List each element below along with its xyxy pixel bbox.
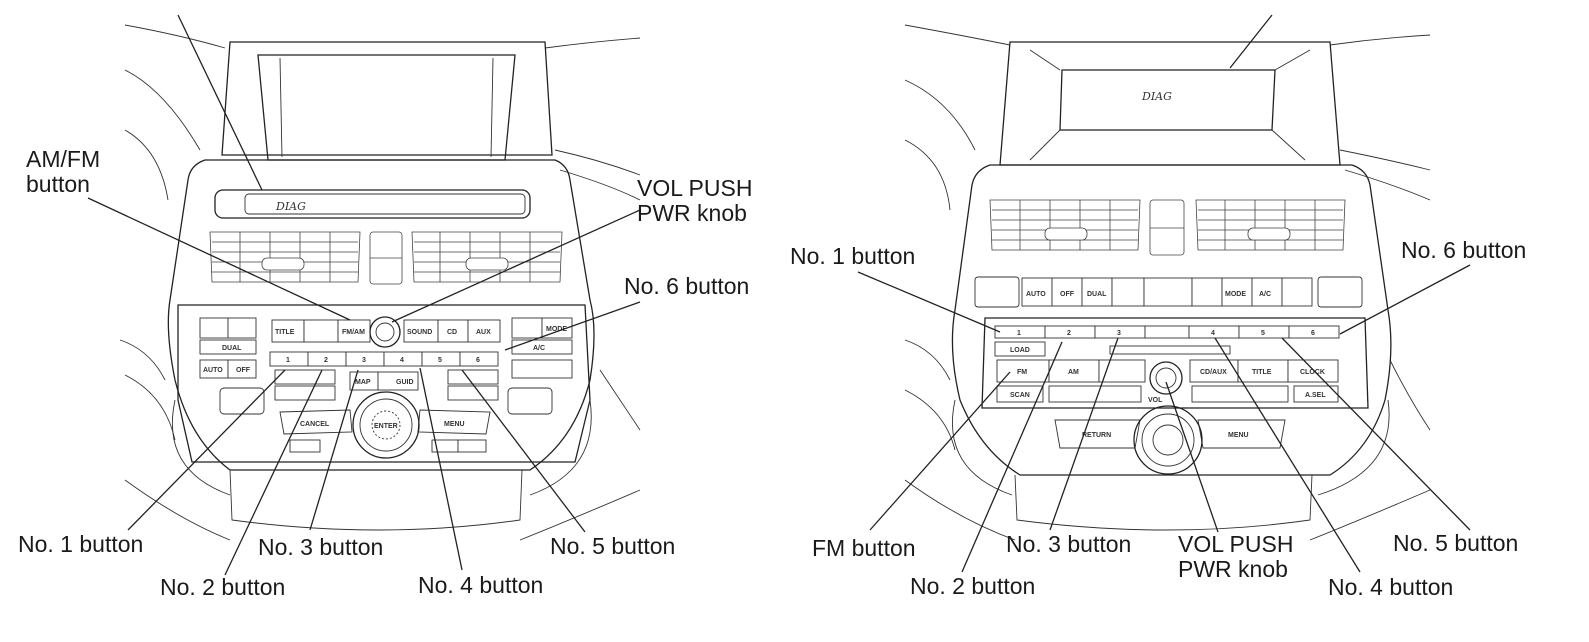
- right-label-no4: No. 4 button: [1328, 574, 1453, 600]
- right-label-no5: No. 5 button: [1393, 530, 1518, 556]
- right-dual-btn[interactable]: DUAL: [1087, 291, 1107, 298]
- left-enter-btn[interactable]: ENTER: [374, 423, 398, 430]
- right-label-no2: No. 2 button: [910, 573, 1035, 599]
- right-ac-btn[interactable]: A/C: [1259, 291, 1271, 298]
- left-label-no4: No. 4 button: [418, 572, 543, 598]
- left-leader-lines: [87, 14, 641, 576]
- left-preset-3[interactable]: 3: [362, 357, 366, 364]
- right-am-btn[interactable]: AM: [1068, 369, 1079, 376]
- right-cdaux-btn[interactable]: CD/AUX: [1200, 369, 1227, 376]
- left-label-vol-line1: VOL PUSH: [637, 175, 752, 201]
- left-aux-btn[interactable]: AUX: [476, 329, 491, 336]
- right-leader-lines: [857, 14, 1471, 573]
- right-preset-4[interactable]: 4: [1211, 330, 1215, 337]
- left-dual-btn[interactable]: DUAL: [222, 345, 242, 352]
- right-clock-btn[interactable]: CLOCK: [1300, 369, 1325, 376]
- left-guide-btn[interactable]: GUID: [396, 379, 414, 386]
- right-preset-3[interactable]: 3: [1117, 330, 1121, 337]
- right-label-fm: FM button: [812, 535, 916, 561]
- left-label-no2: No. 2 button: [160, 574, 285, 600]
- right-label-no3: No. 3 button: [1006, 531, 1131, 557]
- right-preset-6[interactable]: 6: [1311, 330, 1315, 337]
- left-title-btn[interactable]: TITLE: [275, 329, 295, 336]
- left-label-amfm-line2: button: [26, 171, 90, 197]
- left-label-vol-line2: PWR knob: [637, 200, 747, 226]
- right-auto-btn[interactable]: AUTO: [1026, 291, 1046, 298]
- left-menu-btn[interactable]: MENU: [444, 421, 465, 428]
- left-off-btn[interactable]: OFF: [236, 367, 251, 374]
- left-fmam-btn[interactable]: FM/AM: [342, 329, 365, 336]
- left-display-text: DIAG: [275, 200, 306, 213]
- left-label-no3: No. 3 button: [258, 534, 383, 560]
- right-asel-btn[interactable]: A.SEL: [1305, 392, 1326, 399]
- left-sound-btn[interactable]: SOUND: [407, 329, 432, 336]
- right-vol-label: VOL: [1148, 397, 1163, 404]
- left-preset-6[interactable]: 6: [476, 357, 480, 364]
- left-preset-5[interactable]: 5: [438, 357, 442, 364]
- right-off-btn[interactable]: OFF: [1060, 291, 1075, 298]
- left-console: DIAG TITLE FM/AM SOUND CD AUX: [119, 24, 641, 541]
- right-title-btn[interactable]: TITLE: [1252, 369, 1272, 376]
- right-console: DIAG AUTO OFF DUAL MODE A/C: [904, 24, 1431, 541]
- left-preset-2[interactable]: 2: [324, 357, 328, 364]
- right-fm-btn[interactable]: FM: [1017, 369, 1027, 376]
- left-auto-btn[interactable]: AUTO: [203, 367, 223, 374]
- right-return-btn[interactable]: RETURN: [1082, 432, 1111, 439]
- right-label-no1: No. 1 button: [790, 243, 915, 269]
- left-map-btn[interactable]: MAP: [355, 379, 371, 386]
- right-preset-1[interactable]: 1: [1017, 330, 1021, 337]
- left-ac-btn[interactable]: A/C: [533, 345, 545, 352]
- right-label-no6: No. 6 button: [1401, 237, 1526, 263]
- right-preset-2[interactable]: 2: [1067, 330, 1071, 337]
- right-label-vol-line1: VOL PUSH: [1178, 531, 1293, 557]
- right-label-vol-line2: PWR knob: [1178, 556, 1288, 582]
- left-preset-1[interactable]: 1: [286, 357, 290, 364]
- left-label-amfm-line1: AM/FM: [26, 146, 100, 172]
- right-menu-btn[interactable]: MENU: [1228, 432, 1249, 439]
- right-scan-btn[interactable]: SCAN: [1010, 392, 1030, 399]
- right-load-btn[interactable]: LOAD: [1010, 347, 1030, 354]
- left-label-no5: No. 5 button: [550, 533, 675, 559]
- left-label-no1: No. 1 button: [18, 531, 143, 557]
- left-cd-btn[interactable]: CD: [447, 329, 457, 336]
- right-preset-5[interactable]: 5: [1261, 330, 1265, 337]
- right-labels: No. 1 button No. 6 button FM button No. …: [790, 237, 1526, 600]
- right-mode-btn[interactable]: MODE: [1225, 291, 1246, 298]
- left-cancel-btn[interactable]: CANCEL: [300, 421, 330, 428]
- left-label-no6: No. 6 button: [624, 273, 749, 299]
- left-mode-btn[interactable]: MODE: [546, 326, 567, 333]
- right-display-text: DIAG: [1141, 90, 1172, 103]
- left-labels: AM/FM button VOL PUSH PWR knob No. 6 but…: [18, 146, 752, 600]
- left-preset-4[interactable]: 4: [400, 357, 404, 364]
